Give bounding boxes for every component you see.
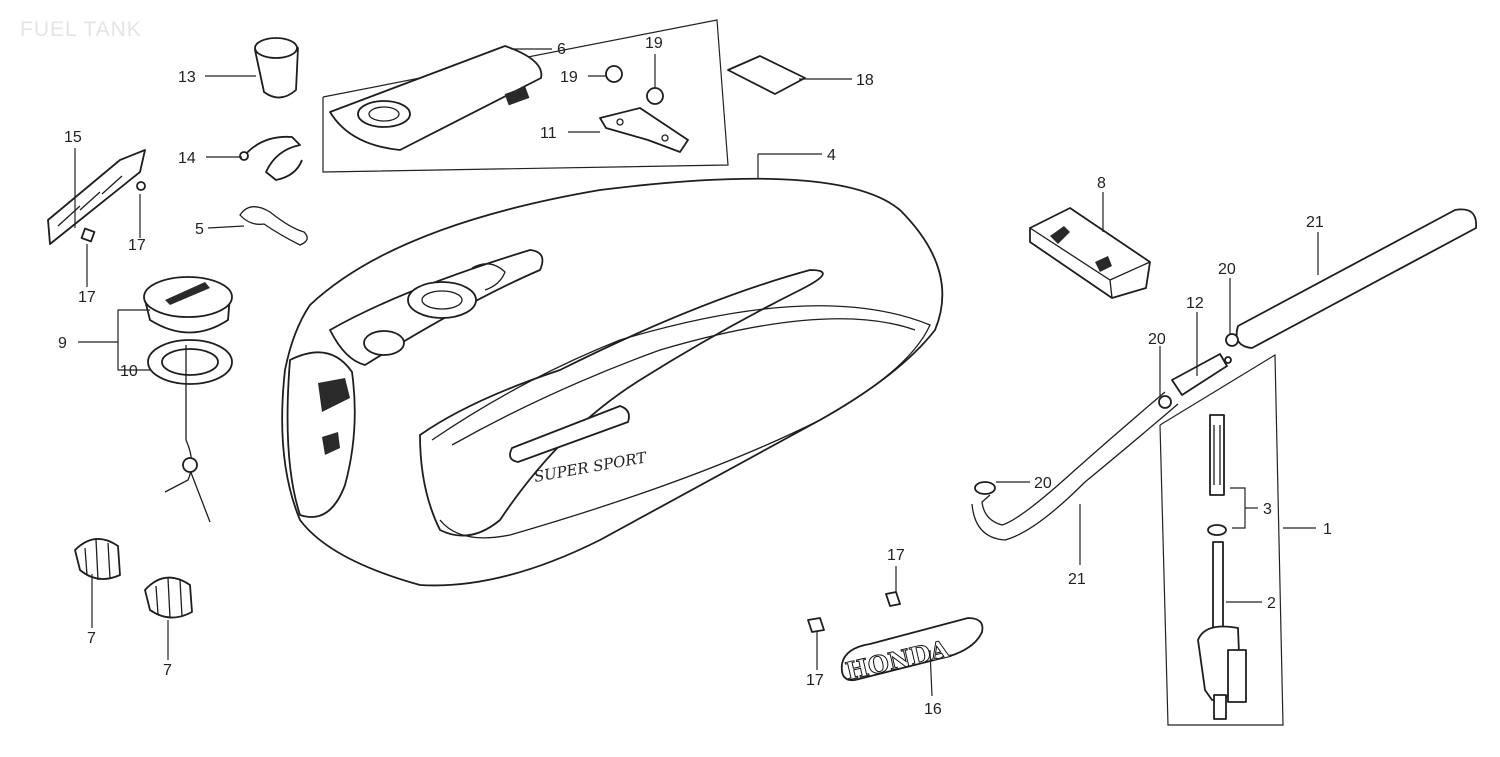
callout-10: 10 [120, 363, 138, 380]
part-7-grommet-b [144, 576, 193, 619]
part-5-clamp [239, 206, 308, 246]
part-17-screw-a [885, 591, 901, 607]
part-18-decal [727, 55, 806, 95]
callout-3: 3 [1263, 501, 1272, 518]
callout-8: 8 [1097, 175, 1106, 192]
callout-5: 5 [195, 221, 204, 238]
fuel-tank-body: SUPER SPORT [281, 177, 944, 587]
diagram-title: FUEL TANK [20, 18, 142, 41]
callout-19-a: 19 [645, 35, 663, 52]
callout-20-b: 20 [1148, 331, 1166, 348]
fuel-hoses [971, 208, 1478, 541]
part-10-gasket [147, 339, 233, 523]
callout-21-a: 21 [1306, 214, 1324, 231]
callout-9: 9 [58, 335, 67, 352]
part-8-rubber-mount [1029, 207, 1151, 299]
part-17-screw-b [807, 617, 825, 633]
callout-15: 15 [64, 129, 82, 146]
part-7-grommet-a [74, 538, 121, 581]
callout-17-b: 17 [78, 289, 96, 306]
callout-20-a: 20 [1218, 261, 1236, 278]
callout-21-b: 21 [1068, 571, 1086, 588]
callout-11: 11 [540, 125, 557, 142]
callout-6: 6 [557, 41, 566, 58]
part-13-cap [254, 37, 299, 99]
part-9-filler-cap [143, 276, 233, 334]
part-14-clip [239, 135, 303, 181]
callout-14: 14 [178, 150, 196, 167]
part-15-strip [47, 149, 146, 245]
callout-13: 13 [178, 69, 196, 86]
callout-17-d: 17 [806, 672, 824, 689]
leader-lines [74, 48, 1319, 697]
callout-7-b: 7 [163, 662, 172, 679]
callout-7-a: 7 [87, 630, 96, 647]
callout-20-c: 20 [1034, 475, 1052, 492]
callout-16: 16 [924, 701, 942, 718]
callout-12: 12 [1186, 295, 1204, 312]
callout-1: 1 [1323, 521, 1332, 538]
callout-19-b: 19 [560, 69, 578, 86]
callout-labels: 1 2 3 4 5 6 7 7 8 9 10 11 12 13 14 15 16… [58, 35, 1332, 718]
tank-cover-inset [322, 19, 729, 173]
callout-18: 18 [856, 72, 874, 89]
callout-4: 4 [827, 147, 836, 164]
callout-17-c: 17 [887, 547, 905, 564]
callout-17-a: 17 [128, 237, 146, 254]
part-16-honda-badge: HONDA [840, 617, 984, 686]
fuel-valve-inset [1159, 353, 1284, 726]
callout-2: 2 [1267, 595, 1276, 612]
